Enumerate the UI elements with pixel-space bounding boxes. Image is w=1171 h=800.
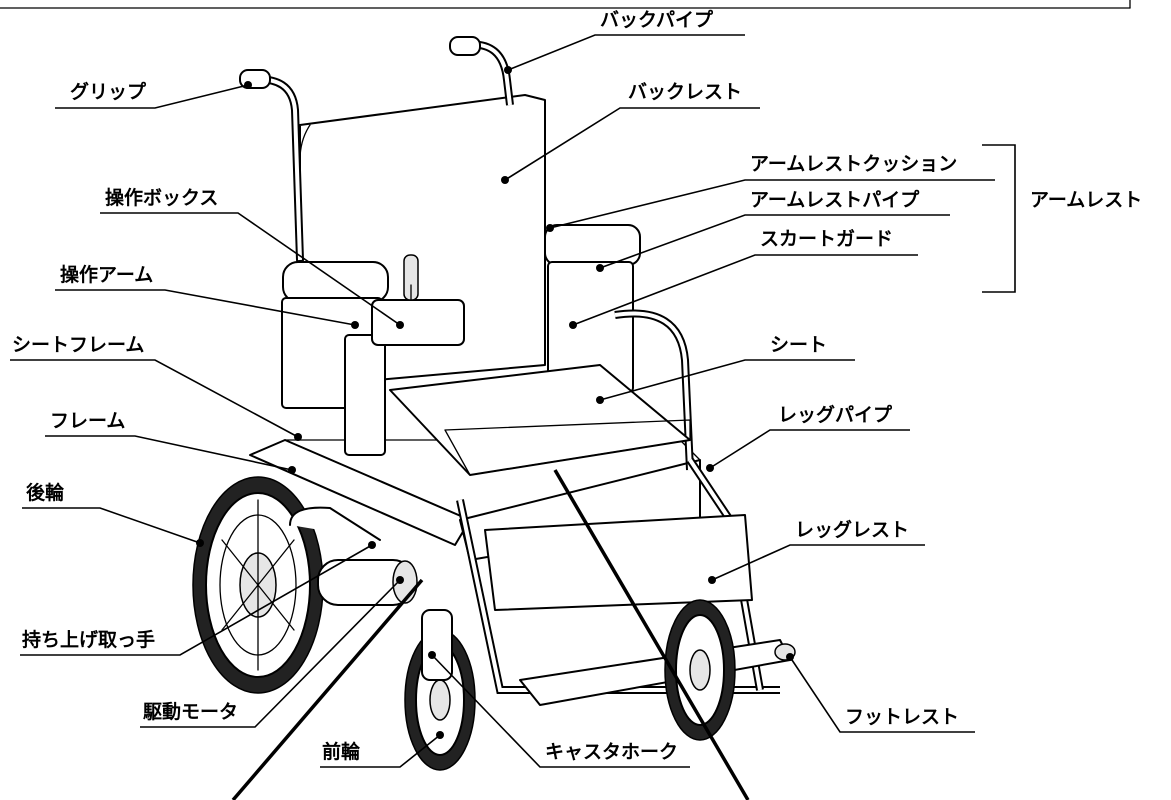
label-lift-handle: 持ち上げ取っ手	[22, 628, 155, 651]
labels: バックパイプ グリップ バックレスト アームレストクッション アームレストパイプ…	[12, 8, 1142, 763]
label-rear-wheel: 後輪	[26, 481, 65, 504]
label-control-arm: 操作アーム	[60, 263, 153, 286]
label-control-box: 操作ボックス	[105, 186, 218, 209]
label-footrest: フットレスト	[845, 706, 959, 728]
label-seat-frame: シートフレーム	[12, 334, 144, 356]
label-armrest-group: アームレスト	[1030, 189, 1142, 211]
right-armrest-drawing	[544, 224, 694, 471]
rear-wheel-drawing	[192, 476, 324, 694]
lift-handle-drawing	[289, 506, 381, 541]
label-frame: フレーム	[50, 410, 125, 432]
drive-motor-drawing	[317, 559, 418, 606]
label-armrest-cushion: アームレストクッション	[750, 153, 957, 175]
back-pipes-drawing	[239, 36, 514, 264]
seat-drawing	[389, 364, 691, 476]
leader-lines	[10, 34, 1016, 800]
label-front-wheel: 前輪	[322, 740, 361, 763]
label-legrest: レッグレスト	[795, 518, 909, 541]
label-skirt-guard: スカートガード	[760, 228, 893, 250]
front-wheels-drawing	[404, 599, 736, 771]
wheelchair-illustration	[192, 36, 796, 771]
label-drive-motor: 駆動モータ	[143, 701, 238, 723]
label-back-pipe: バックパイプ	[600, 8, 714, 31]
label-caster-fork: キャスタホーク	[545, 741, 678, 763]
legrest-drawing	[484, 514, 753, 611]
label-backrest: バックレスト	[628, 81, 742, 103]
label-grip: グリップ	[70, 80, 147, 103]
label-armrest-pipe: アームレストパイプ	[750, 188, 920, 211]
label-leg-pipe: レッグパイプ	[778, 403, 893, 426]
label-seat: シート	[770, 334, 827, 356]
